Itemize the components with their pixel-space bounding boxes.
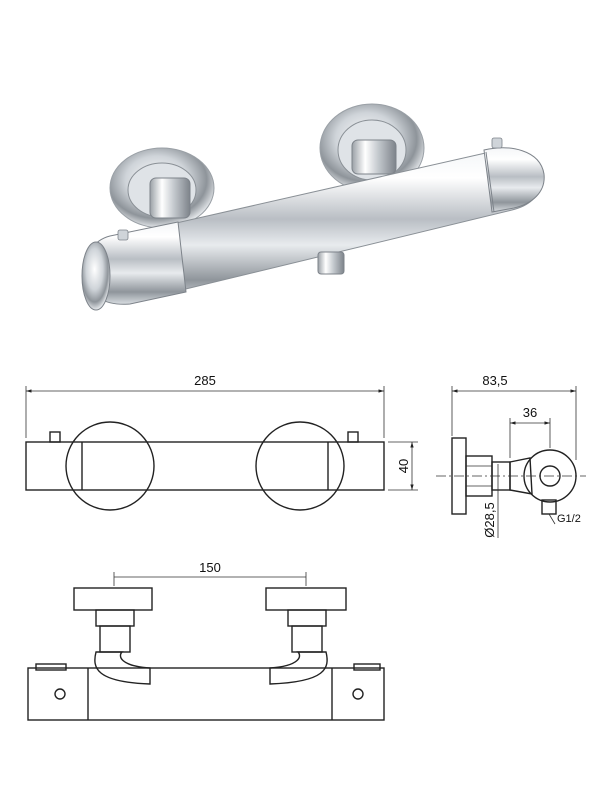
mixer-body <box>81 137 545 311</box>
left-wall-flange <box>109 147 215 229</box>
diameter-label: Ø28,5 <box>482 502 497 537</box>
overall-length-label: 285 <box>194 373 216 388</box>
body-height-label: 40 <box>396 459 411 473</box>
front-view: 285 40 <box>25 373 418 511</box>
top-view: 150 <box>27 560 385 721</box>
right-wall-flange <box>319 103 425 193</box>
overall-depth-label: 83,5 <box>482 373 507 388</box>
outlet-depth-label: 36 <box>523 405 537 420</box>
thread-label: G1/2 <box>557 513 581 525</box>
center-distance-label: 150 <box>199 560 221 575</box>
product-photo <box>81 103 545 311</box>
side-view: G1/2 83,5 36 Ø28,5 <box>436 373 586 538</box>
